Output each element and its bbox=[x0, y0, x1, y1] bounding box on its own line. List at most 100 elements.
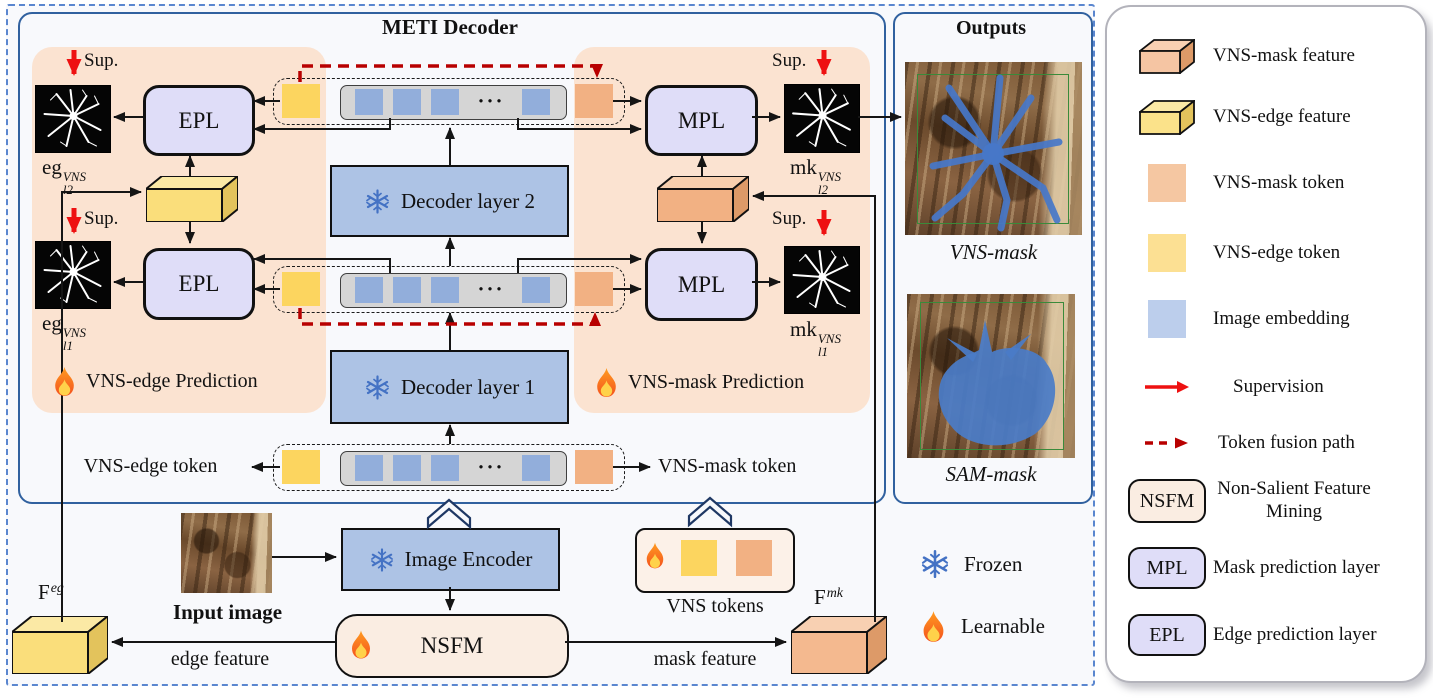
input-image-label: Input image bbox=[172, 600, 283, 624]
vns-mask-token-square bbox=[575, 84, 613, 118]
vns-mask-token-label: VNS-mask token bbox=[658, 455, 797, 477]
learnable-legend-row: Learnable bbox=[920, 610, 1045, 643]
sup-label: Sup. bbox=[772, 50, 807, 71]
vns-mask-token-square bbox=[575, 272, 613, 306]
outputs-box bbox=[893, 12, 1093, 504]
legend-item: NSFM Non-Salient Feature Mining bbox=[1121, 477, 1375, 525]
mask-prediction-caption: VNS-mask Prediction bbox=[594, 367, 804, 398]
epl-label: EPL bbox=[178, 271, 220, 296]
edge-prediction-caption: VNS-edge Prediction bbox=[52, 366, 258, 397]
image-embedding-square bbox=[393, 277, 421, 303]
box3d-yellow-icon bbox=[1121, 99, 1213, 135]
frozen-label: Frozen bbox=[964, 551, 1023, 576]
edge-feature-label: edge feature bbox=[170, 648, 270, 670]
eg-l2-prediction-image bbox=[35, 85, 111, 153]
image-embedding-square bbox=[431, 455, 459, 481]
legend-item: EPL Edge prediction layer bbox=[1121, 613, 1377, 657]
legend-label: Non-Salient Feature Mining bbox=[1217, 478, 1371, 522]
snowflake-icon bbox=[921, 550, 949, 578]
mpl-box-icon: MPL bbox=[1121, 547, 1213, 589]
legend-item: MPL Mask prediction layer bbox=[1121, 546, 1380, 590]
vns-edge-token-square bbox=[681, 540, 717, 576]
mk-l1-prediction-image bbox=[784, 246, 860, 314]
sam-mask-overlay bbox=[938, 320, 1056, 446]
mask-prediction-label: VNS-mask Prediction bbox=[628, 371, 805, 393]
input-image bbox=[181, 513, 272, 593]
flame-icon bbox=[52, 366, 77, 397]
nsfm-block: NSFM bbox=[335, 614, 569, 678]
epl-label: EPL bbox=[178, 107, 220, 133]
decoder-layer-2-label: Decoder layer 2 bbox=[400, 188, 536, 213]
image-embedding-square bbox=[355, 455, 383, 481]
epl-box-icon: EPL bbox=[1121, 614, 1213, 656]
flame-icon bbox=[594, 367, 619, 398]
legend-label: VNS-mask token bbox=[1213, 172, 1345, 193]
image-embedding-square bbox=[431, 89, 459, 115]
learnable-label: Learnable bbox=[961, 614, 1045, 638]
legend-label: VNS-edge feature bbox=[1213, 106, 1351, 127]
ellipsis: ··· bbox=[477, 89, 505, 113]
image-embedding-square bbox=[431, 277, 459, 303]
vns-edge-token-label: VNS-edge token bbox=[83, 455, 218, 477]
box3d-orange-icon bbox=[1121, 38, 1213, 74]
square-blue-icon bbox=[1121, 300, 1213, 338]
image-embedding-square bbox=[522, 89, 550, 115]
vns-edge-token-square bbox=[282, 450, 320, 484]
vns-mask-bbox bbox=[917, 74, 1069, 224]
meti-decoder-title: METI Decoder bbox=[382, 15, 518, 39]
image-embedding-square bbox=[393, 455, 421, 481]
legend-item: VNS-edge token bbox=[1121, 233, 1340, 273]
legend-label: VNS-mask feature bbox=[1213, 45, 1355, 66]
nsfm-label: NSFM bbox=[420, 633, 484, 658]
eg-l1-prediction-image bbox=[35, 241, 111, 309]
vns-edge-token-square bbox=[282, 272, 320, 306]
epl-block-top: EPL bbox=[143, 85, 255, 156]
f-mk-feature-box bbox=[791, 616, 887, 674]
legend-label: Mask prediction layer bbox=[1213, 557, 1380, 578]
ellipsis: ··· bbox=[477, 455, 505, 479]
vns-mask-output-label: VNS-mask bbox=[949, 240, 1038, 264]
vns-mask-feature-box bbox=[657, 176, 749, 222]
frozen-legend-row: Frozen bbox=[920, 549, 1022, 579]
f-mk-label: Fmk bbox=[814, 585, 844, 609]
legend-item: Supervision bbox=[1121, 374, 1324, 400]
legend-label: VNS-edge token bbox=[1213, 242, 1341, 263]
image-encoder-label: Image Encoder bbox=[404, 547, 533, 571]
mpl-label: MPL bbox=[677, 271, 726, 297]
vns-mask-overlay bbox=[929, 74, 1063, 232]
f-eg-feature-box bbox=[12, 616, 108, 674]
image-embedding-square bbox=[393, 89, 421, 115]
red-dashed-arrow-icon bbox=[1121, 435, 1213, 451]
vns-mask-token-square bbox=[575, 450, 613, 484]
legend-label: Token fusion path bbox=[1218, 432, 1355, 453]
vns-mask-token-square bbox=[736, 540, 772, 576]
decoder-layer-1-block: Decoder layer 1 bbox=[330, 350, 569, 424]
mask-feature-label: mask feature bbox=[653, 648, 757, 670]
flame-icon bbox=[349, 629, 373, 660]
legend-item: VNS-mask feature bbox=[1121, 38, 1355, 74]
square-yellow-icon bbox=[1121, 234, 1213, 272]
mpl-label: MPL bbox=[677, 107, 726, 133]
image-embedding-square bbox=[355, 277, 383, 303]
decoder-layer-1-label: Decoder layer 1 bbox=[400, 374, 536, 399]
snowflake-icon bbox=[365, 188, 390, 214]
legend-item: VNS-mask token bbox=[1121, 163, 1344, 203]
sup-label: Sup. bbox=[772, 208, 807, 229]
image-encoder-block: Image Encoder bbox=[341, 528, 560, 591]
square-orange-icon bbox=[1121, 164, 1213, 202]
ellipsis: ··· bbox=[477, 277, 505, 301]
legend-label: Image embedding bbox=[1213, 308, 1350, 329]
outputs-title: Outputs bbox=[955, 17, 1027, 39]
decoder-layer-2-block: Decoder layer 2 bbox=[330, 165, 569, 237]
legend-label: Edge prediction layer bbox=[1213, 624, 1377, 645]
image-embedding-square bbox=[355, 89, 383, 115]
mk-l2-prediction-image bbox=[784, 84, 860, 153]
legend-item: Image embedding bbox=[1121, 299, 1350, 339]
mpl-block-bottom: MPL bbox=[645, 248, 758, 321]
snowflake-icon bbox=[365, 374, 390, 400]
red-arrow-icon bbox=[1121, 379, 1213, 395]
